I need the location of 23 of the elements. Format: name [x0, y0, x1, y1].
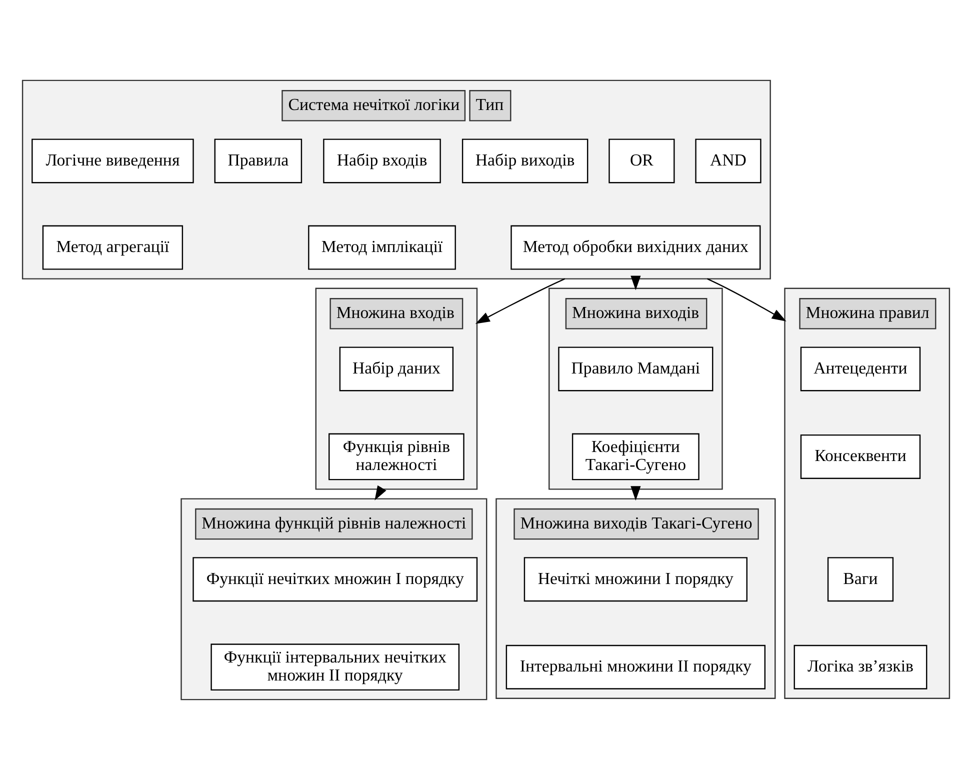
node-box: Логіка зв’язків — [794, 644, 928, 690]
node-box: Функції нечітких множин I порядку — [192, 557, 478, 602]
node-box: Ваги — [827, 557, 894, 602]
node-box: Метод обробки вихідних даних — [510, 225, 761, 270]
arrow — [630, 486, 641, 501]
node-box: Метод агрегації — [42, 225, 184, 270]
node-box: Функція рівнів належності — [328, 433, 464, 480]
node-box: Правило Мамдані — [558, 346, 714, 392]
node-box: AND — [695, 138, 762, 184]
node-box: Логічне виведення — [32, 138, 194, 184]
arrow — [630, 276, 641, 290]
node-box: Метод імплікації — [308, 225, 456, 270]
node-box: Правила — [214, 138, 302, 184]
node-box: Набір входів — [323, 138, 441, 184]
node-box: Консеквенти — [800, 434, 921, 479]
node-box: OR — [608, 138, 675, 184]
node-box: Функції інтервальних нечітких множин II порядку — [210, 644, 460, 691]
node-box: Антецеденти — [800, 346, 921, 392]
node-box: Нечіткі множини I порядку — [524, 557, 748, 602]
node-box: Коефіцієнти Такагі-Сугено — [572, 433, 700, 480]
node-box: Набір даних — [339, 346, 454, 392]
node-box: Інтервальні множини II порядку — [506, 644, 766, 690]
node-box: Набір виходів — [462, 138, 588, 184]
